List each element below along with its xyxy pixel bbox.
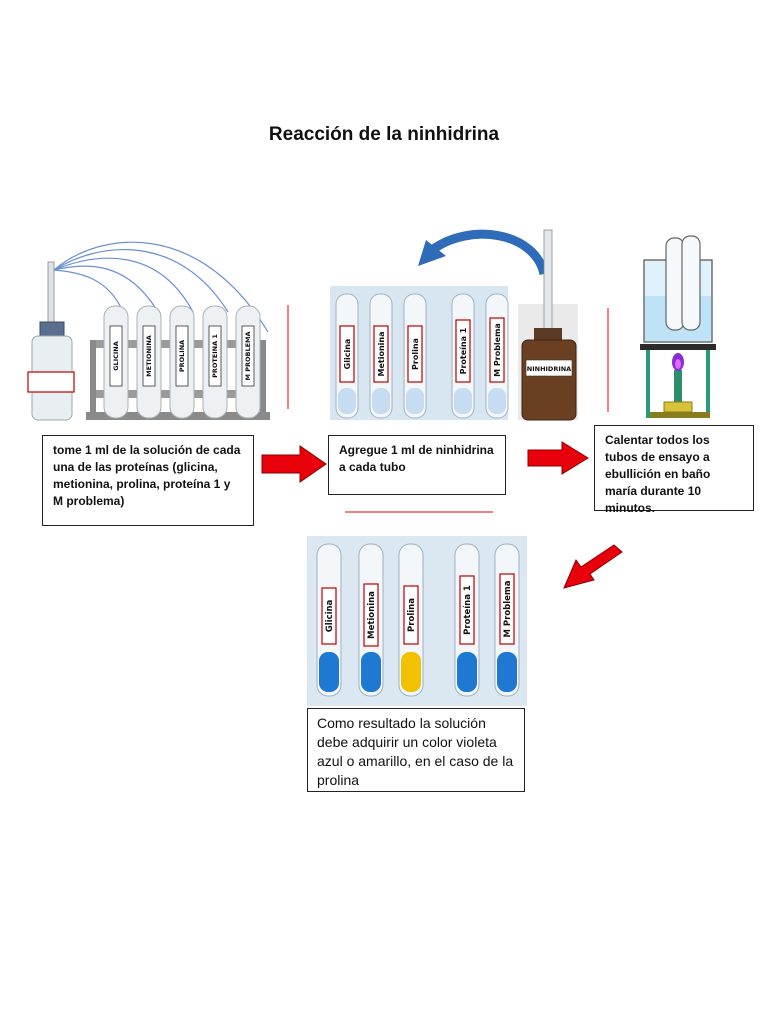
tube-label-m-problema: M Problema xyxy=(493,323,502,377)
ninhydrin-addition-illustration: Glicina Metionina Prolina Proteína 1 M P… xyxy=(330,229,578,421)
step-2-text: Agregue 1 ml de ninhidrina a cada tubo xyxy=(339,443,494,474)
arrow-step1-to-step2-icon xyxy=(261,445,327,483)
result-liquids xyxy=(319,652,517,692)
curved-arrow-icon xyxy=(418,229,549,276)
step-2-box: Agregue 1 ml de ninhidrina a cada tubo xyxy=(328,435,506,495)
result-label-prolina: Prolina xyxy=(407,598,417,632)
divider-line-left xyxy=(287,305,289,409)
step-1-text: tome 1 ml de la solución de cada una de … xyxy=(53,443,241,508)
rack-label-metionina: METIONINA xyxy=(145,335,153,377)
result-label-proteina-1: Proteína 1 xyxy=(463,585,473,635)
arrow-step3-to-result-icon xyxy=(563,544,623,589)
arrow-step2-to-step3-icon xyxy=(527,441,589,475)
result-label-m-problema: M Problema xyxy=(503,580,513,637)
rack-label-prolina: PROLINA xyxy=(178,340,186,372)
tube-label-metionina: Metionina xyxy=(377,332,386,377)
step-3-text: Calentar todos los tubos de ensayo a ebu… xyxy=(605,433,711,515)
page-title: Reacción de la ninhidrina xyxy=(268,124,500,145)
transfer-curves xyxy=(53,241,269,333)
tube-rack: GLICINA METIONINA PROLINA PROTEINA 1 M P… xyxy=(86,305,270,420)
water-bath-illustration xyxy=(640,235,716,418)
rack-label-proteina-1: PROTEINA 1 xyxy=(211,334,219,378)
sample-bottle xyxy=(27,261,75,421)
protein-samples-illustration: GLICINA METIONINA PROLINA PROTEINA 1 M P… xyxy=(27,241,270,421)
result-tubes-illustration: Glicina Metionina Prolina Proteína 1 M P… xyxy=(307,536,527,706)
result-box: Como resultado la solución debe adquirir… xyxy=(307,708,525,792)
rack-label-glicina: GLICINA xyxy=(112,341,120,371)
result-text: Como resultado la solución debe adquirir… xyxy=(317,715,514,788)
result-label-metionina: Metionina xyxy=(367,591,377,639)
step-1-box: tome 1 ml de la solución de cada una de … xyxy=(42,435,254,526)
result-label-glicina: Glicina xyxy=(325,599,335,632)
tube-label-glicina: Glicina xyxy=(343,339,352,370)
divider-line-right xyxy=(607,308,609,412)
divider-line-center xyxy=(345,511,493,513)
ninhydrin-bottle: NINHIDRINA xyxy=(518,229,578,421)
step-3-box: Calentar todos los tubos de ensayo a ebu… xyxy=(594,425,754,515)
tube-label-proteina-1: Proteína 1 xyxy=(459,327,468,374)
tube-label-prolina: Prolina xyxy=(411,338,420,370)
rack-label-m-problema: M PROBLEMA xyxy=(244,331,252,380)
ninhydrin-label: NINHIDRINA xyxy=(527,365,571,373)
